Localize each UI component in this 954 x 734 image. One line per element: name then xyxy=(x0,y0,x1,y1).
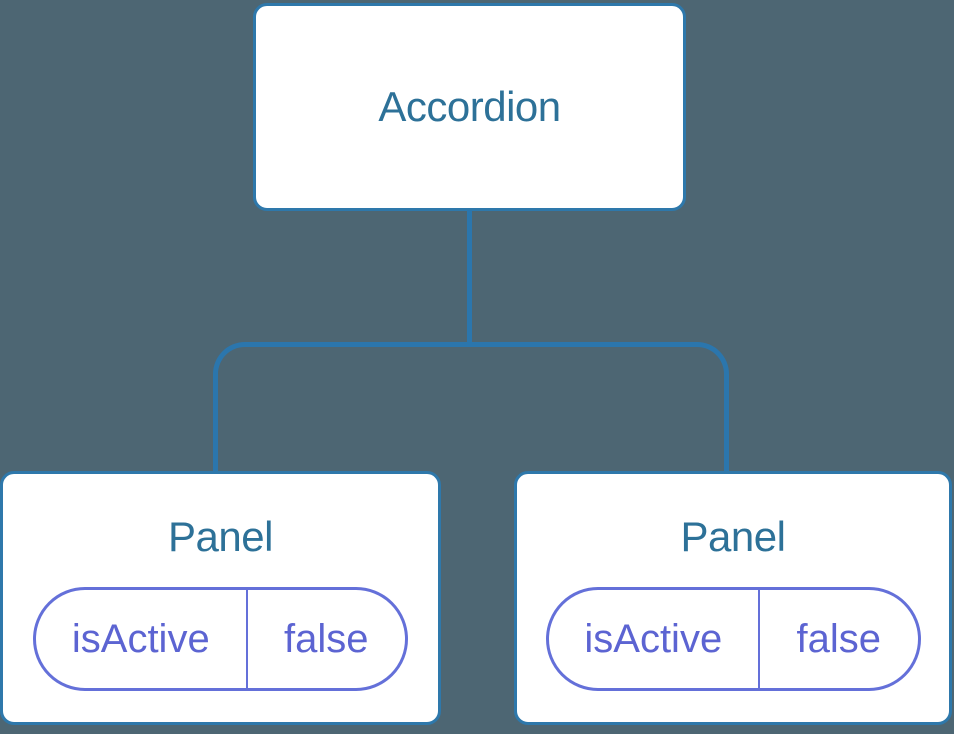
component-node-panel-2: Panel isActive false xyxy=(514,471,952,725)
state-pill-panel-2: isActive false xyxy=(545,587,921,691)
state-pill-panel-1: isActive false xyxy=(33,587,408,691)
state-value: false xyxy=(245,590,405,688)
component-node-accordion: Accordion xyxy=(253,3,686,211)
state-key: isActive xyxy=(584,616,723,661)
component-node-panel-1: Panel isActive false xyxy=(0,471,441,725)
tree-connector-stem xyxy=(467,210,472,346)
component-label-panel-1: Panel xyxy=(168,513,273,560)
state-value: false xyxy=(758,590,917,688)
state-key: isActive xyxy=(71,616,210,661)
component-label-panel-2: Panel xyxy=(680,513,786,560)
tree-connector-branches xyxy=(213,342,729,472)
component-label-accordion: Accordion xyxy=(378,83,561,130)
